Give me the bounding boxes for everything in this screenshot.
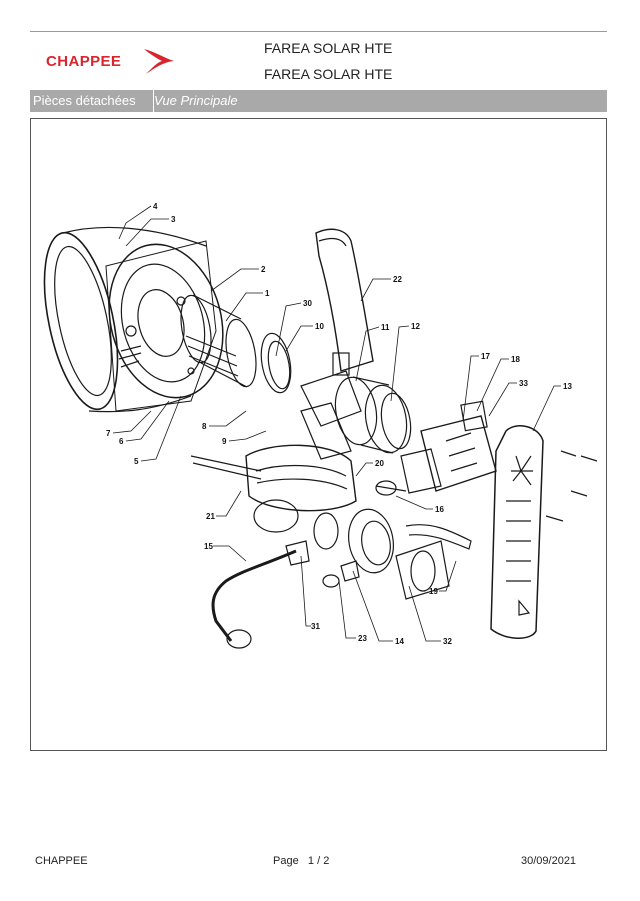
page-separator: / xyxy=(317,855,321,867)
burner-base-drawing xyxy=(190,402,357,533)
callout-33: 33 xyxy=(519,379,528,388)
callout-21: 21 xyxy=(206,512,215,521)
pipe-15-drawing xyxy=(211,540,310,649)
footer-pagination: Page 1 / 2 xyxy=(273,855,329,867)
callout-labels: 4 3 2 1 30 10 22 11 12 17 18 33 13 7 6 5… xyxy=(106,202,572,646)
callout-20: 20 xyxy=(375,459,384,468)
callout-10: 10 xyxy=(315,322,324,331)
leader-lines xyxy=(112,205,561,642)
callout-7: 7 xyxy=(106,429,111,438)
callout-22: 22 xyxy=(393,275,402,284)
callout-18: 18 xyxy=(511,355,520,364)
callout-23: 23 xyxy=(358,634,367,643)
callout-12: 12 xyxy=(411,322,420,331)
callout-32: 32 xyxy=(443,637,452,646)
callout-16: 16 xyxy=(435,505,444,514)
callout-4: 4 xyxy=(153,202,158,211)
callout-19: 19 xyxy=(429,587,438,596)
callout-3: 3 xyxy=(171,215,176,224)
air-duct-drawing xyxy=(300,228,374,427)
callout-31: 31 xyxy=(311,622,320,631)
callout-6: 6 xyxy=(119,437,124,446)
callout-1: 1 xyxy=(265,289,270,298)
callout-8: 8 xyxy=(202,422,207,431)
callout-17: 17 xyxy=(481,352,490,361)
footer-company: CHAPPEE xyxy=(35,855,88,867)
brand-logo: CHAPPEE xyxy=(46,46,176,76)
brand-name: CHAPPEE xyxy=(46,53,122,70)
product-title-2: FAREA SOLAR HTE xyxy=(264,66,393,82)
seals-drawing xyxy=(313,508,472,600)
page-total: 2 xyxy=(323,855,330,867)
product-title-1: FAREA SOLAR HTE xyxy=(264,40,393,56)
callout-2: 2 xyxy=(261,265,266,274)
callout-11: 11 xyxy=(381,323,390,332)
callout-14: 14 xyxy=(395,637,404,646)
fan-plate-drawing xyxy=(490,425,598,639)
flange-drawing xyxy=(334,376,412,454)
diagram-frame: 4 3 2 1 30 10 22 11 12 17 18 33 13 7 6 5… xyxy=(30,118,607,751)
page-label: Page xyxy=(273,855,299,867)
footer-date: 30/09/2021 xyxy=(521,855,577,867)
callout-30: 30 xyxy=(303,299,312,308)
page-current: 1 xyxy=(307,855,314,867)
exploded-view-diagram: 4 3 2 1 30 10 22 11 12 17 18 33 13 7 6 5… xyxy=(43,202,598,649)
callout-13: 13 xyxy=(563,382,572,391)
view-label: Vue Principale xyxy=(154,93,238,108)
gas-valve-drawing xyxy=(375,400,497,496)
header-rule xyxy=(30,31,607,32)
swoosh-icon xyxy=(144,49,174,74)
burner-tube-drawing xyxy=(180,294,292,394)
callout-5: 5 xyxy=(134,457,139,466)
callout-9: 9 xyxy=(222,437,227,446)
callout-15: 15 xyxy=(204,542,213,551)
category-label: Pièces détachées xyxy=(30,90,154,112)
heat-exchanger-drawing xyxy=(43,226,224,413)
section-bar: Pièces détachées Vue Principale xyxy=(30,90,607,112)
